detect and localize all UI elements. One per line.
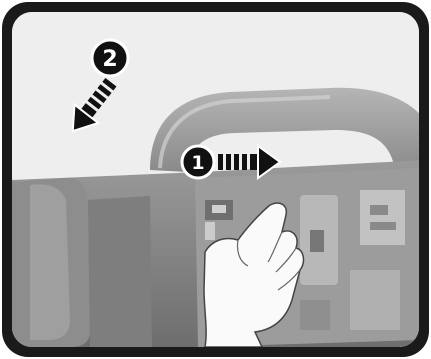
step-1-number: 1 xyxy=(191,152,204,174)
step-2-number: 2 xyxy=(102,47,117,72)
device-photo xyxy=(12,12,425,347)
